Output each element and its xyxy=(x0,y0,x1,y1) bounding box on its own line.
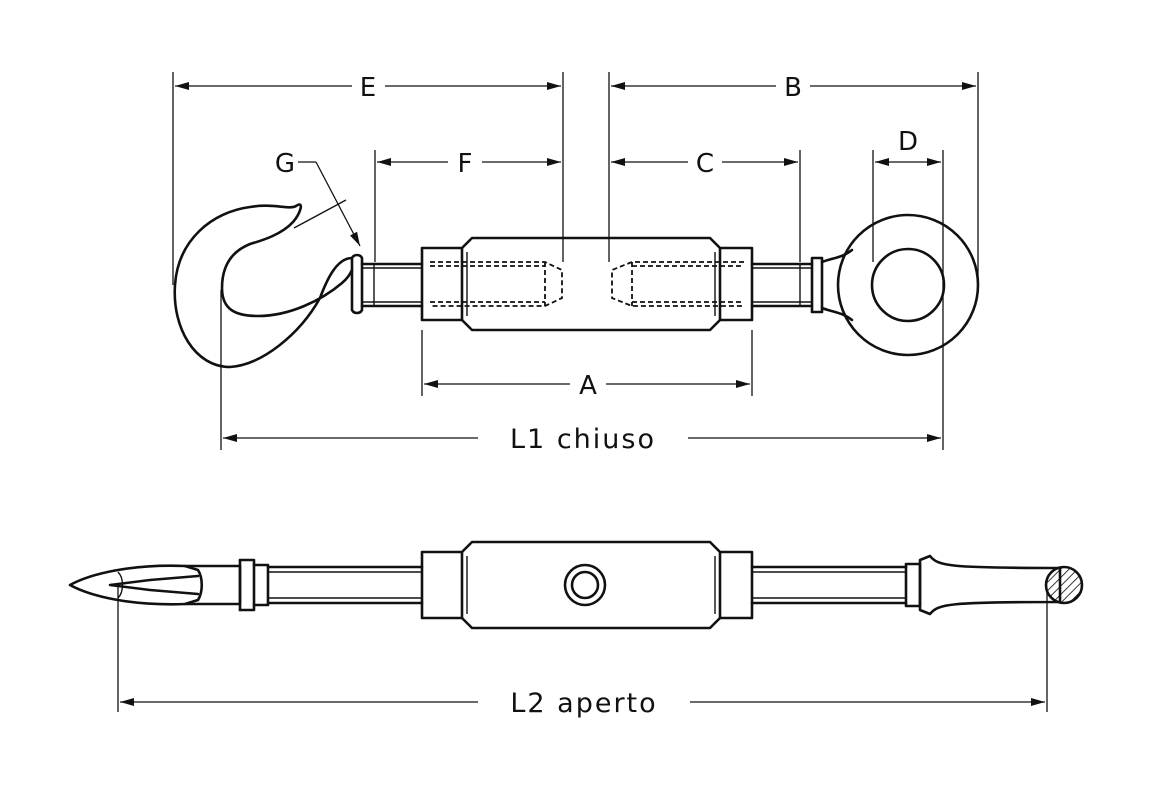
eye-end xyxy=(810,213,980,357)
dim-label-a: A xyxy=(579,371,597,401)
dimensions-top: E B F C D G A L1 chiuso xyxy=(172,72,979,455)
right-rod xyxy=(750,262,814,308)
body-top xyxy=(420,236,754,332)
dim-label-g: G xyxy=(275,149,295,179)
left-rod xyxy=(360,262,424,308)
hook-outline xyxy=(173,203,354,369)
body-hole xyxy=(563,563,607,607)
eye-section-hatched xyxy=(1044,565,1084,605)
dim-label-d: D xyxy=(898,127,918,157)
top-view: E B F C D G A L1 chiuso xyxy=(172,72,980,455)
dim-label-e: E xyxy=(360,73,376,103)
dim-label-b: B xyxy=(784,73,802,103)
hook-neck xyxy=(350,253,364,315)
dim-label-f: F xyxy=(458,149,473,179)
bottom-view: L2 aperto xyxy=(68,540,1084,719)
dim-label-l1: L1 chiuso xyxy=(510,424,656,455)
hook-tip-side xyxy=(68,564,204,606)
body-side xyxy=(420,540,754,630)
dim-label-c: C xyxy=(696,149,714,179)
dim-label-l2: L2 aperto xyxy=(510,688,657,719)
